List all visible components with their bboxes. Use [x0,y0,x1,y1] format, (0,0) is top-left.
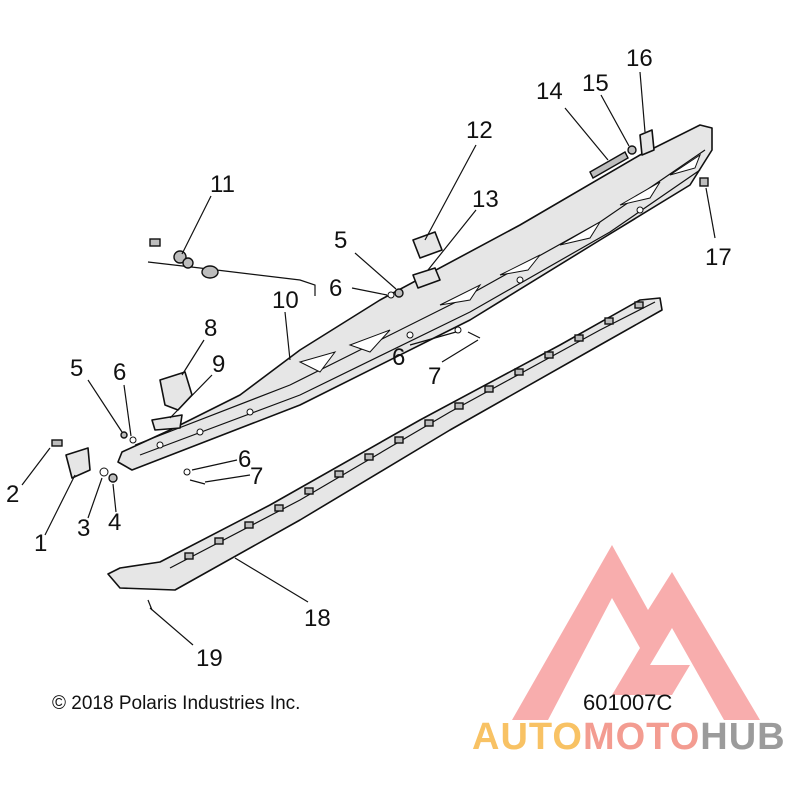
callout-2: 2 [6,481,19,508]
bracket-part-8 [159,371,193,411]
washer-part-15 [627,145,637,155]
callout-7-mid: 7 [428,363,441,390]
block-part-13 [412,267,441,289]
callout-6-mid: 6 [392,344,405,371]
watermark-part-hub: HUB [700,716,786,758]
callout-9: 9 [212,351,225,378]
slide-strip-part-18 [107,297,663,591]
callout-7-lower: 7 [250,463,263,490]
callout-17: 17 [705,244,732,271]
callout-14: 14 [536,78,563,105]
callout-4: 4 [108,509,121,536]
bolt-part-7-lower [189,479,206,485]
screw-part-19 [147,599,153,611]
callout-10: 10 [272,287,299,314]
washer-part-6-mid [454,326,462,334]
callout-6-front: 6 [113,359,126,386]
callout-numbers: 1 2 3 4 5 6 5 6 6 6 7 7 8 9 10 11 12 13 … [6,45,732,672]
watermark-part-auto: AUTO [472,716,583,758]
nut-part-4 [108,473,118,483]
watermark-logo [512,545,760,720]
bolt-part-2 [51,439,63,447]
watermark-text: AUTOMOTOHUB [472,716,786,759]
rod-part-11 [147,238,316,296]
callout-16: 16 [626,45,653,72]
leader-lines [21,71,716,646]
washer-part-6-upper [387,291,395,299]
callout-6-upper: 6 [329,275,342,302]
bracket-part-9 [151,414,183,431]
bolt-part-7-mid [467,331,481,339]
callout-3: 3 [77,515,90,542]
callout-19: 19 [196,645,223,672]
callout-13: 13 [472,186,499,213]
nut-part-5-front [120,431,128,439]
callout-5-front: 5 [70,355,83,382]
callout-15: 15 [582,70,609,97]
spring-part-14 [589,151,629,179]
callout-5-upper: 5 [334,227,347,254]
document-number: 601007C [583,690,673,715]
watermark-part-moto: MOTO [582,716,701,758]
bumper-part-1 [65,447,91,479]
callout-6-lower: 6 [238,446,251,473]
nut-part-5-upper [394,288,404,298]
rail-frame-part-10 [117,124,713,471]
callout-1: 1 [34,530,47,557]
callout-8: 8 [204,315,217,342]
callout-11: 11 [210,171,235,198]
callout-12: 12 [466,117,493,144]
copyright-text: © 2018 Polaris Industries Inc. [52,693,301,714]
plug-part-17 [699,177,709,187]
plate-part-16 [639,129,655,156]
washer-part-3 [99,467,109,477]
callout-18: 18 [304,605,331,632]
washer-part-6-lower [183,468,191,476]
washer-part-6-front [129,436,137,444]
